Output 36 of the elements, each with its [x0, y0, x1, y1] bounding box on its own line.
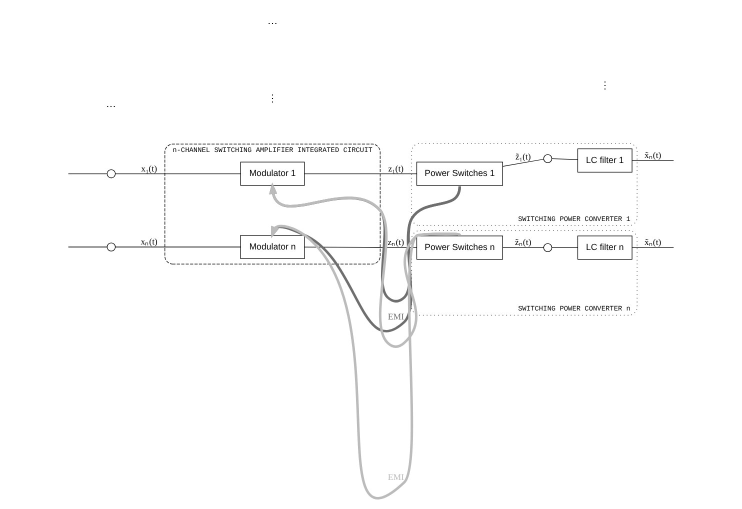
node-box: LC filter 1 — [577, 148, 632, 172]
node-circle — [106, 242, 116, 251]
node-box: Power Switches n — [416, 235, 503, 260]
edge-label: EMI — [388, 472, 404, 482]
node-box: Power Switches 1 — [416, 161, 503, 186]
connector — [502, 246, 544, 248]
edge-label: x̃ₙ(t) — [644, 150, 662, 160]
edge-label: xₙ(t) — [140, 236, 158, 246]
label: ⋯ — [106, 100, 116, 112]
connector — [115, 172, 241, 174]
edge-label: z̃₁(t) — [515, 150, 531, 161]
node-circle — [106, 168, 116, 178]
connector — [632, 246, 674, 248]
connector — [304, 172, 417, 174]
edge-label: x̃ₙ(t) — [644, 236, 662, 247]
connector — [502, 158, 544, 166]
edge-label: x₁(t) — [141, 162, 158, 173]
node-box: Modulator 1 — [240, 161, 305, 186]
edge-label: z₁(t) — [388, 162, 404, 173]
connector — [68, 172, 108, 174]
node-circle — [543, 154, 552, 163]
node-box: Modulator n — [240, 234, 305, 258]
edge-label: z̃ₙ(t) — [515, 236, 532, 247]
arrow — [271, 224, 460, 498]
connector — [552, 158, 578, 160]
connector — [304, 246, 417, 248]
connector — [68, 246, 108, 247]
edge-label: EMI — [388, 311, 404, 322]
connector — [552, 246, 578, 248]
edge-label: zₙ(t) — [388, 236, 404, 247]
label: ⋮ — [600, 80, 610, 91]
label: ⋮ — [268, 93, 278, 104]
connector — [115, 246, 241, 247]
label: ⋯ — [268, 18, 278, 30]
node-circle — [543, 242, 552, 252]
node-box: LC filter n — [577, 235, 632, 260]
